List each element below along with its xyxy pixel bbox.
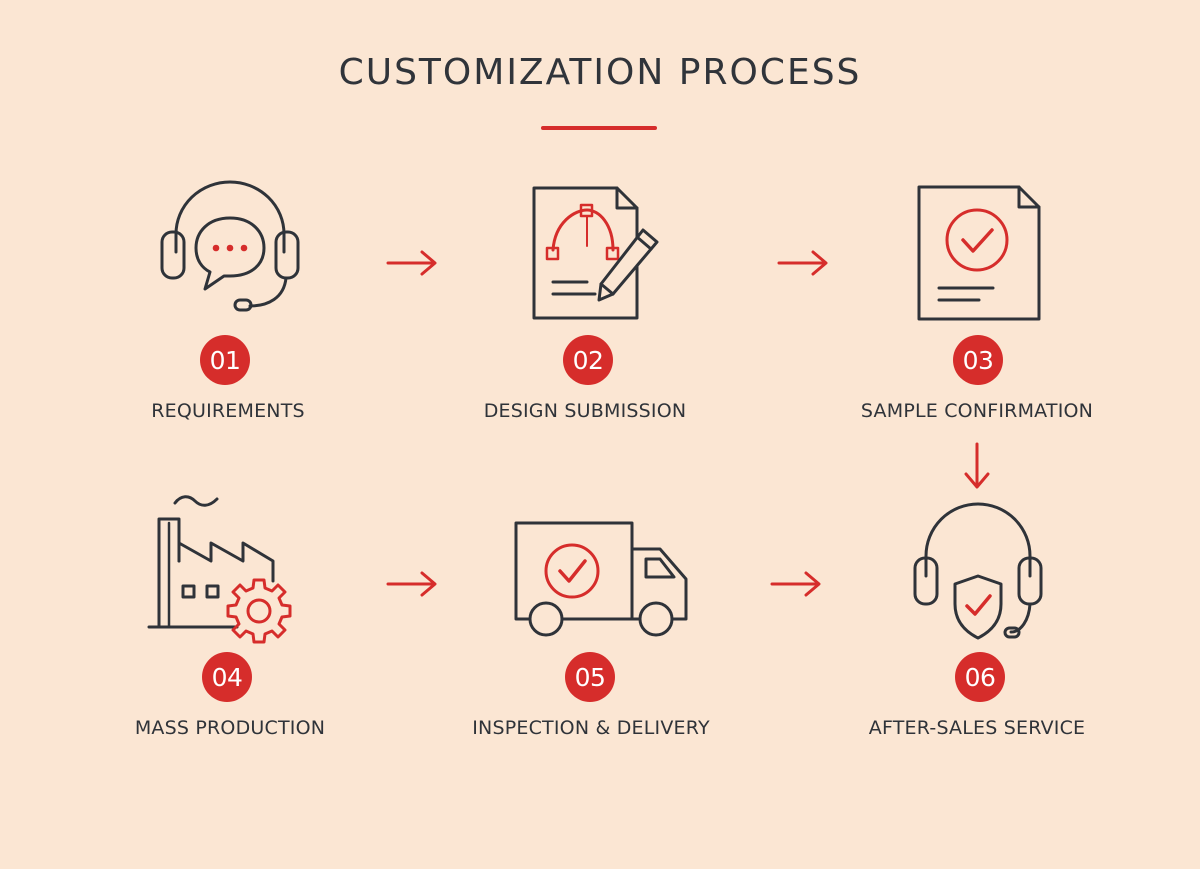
step-number-badge: 05	[565, 652, 615, 702]
arrow-right-icon	[386, 250, 437, 276]
step-label: DESIGN SUBMISSION	[483, 400, 687, 422]
arrow-right-icon	[777, 250, 828, 276]
step-number-badge: 04	[202, 652, 252, 702]
step-label: REQUIREMENTS	[151, 400, 305, 422]
step-label: AFTER-SALES SERVICE	[868, 717, 1086, 739]
arrow-down-icon	[964, 442, 990, 489]
headset-shield-icon	[913, 502, 1043, 640]
step-number-badge: 01	[200, 335, 250, 385]
page-title: CUSTOMIZATION PROCESS	[338, 52, 862, 93]
step-number-badge: 02	[563, 335, 613, 385]
design-document-pencil-icon	[532, 186, 659, 320]
step-label: MASS PRODUCTION	[134, 717, 326, 739]
title-underline	[541, 126, 657, 130]
step-number-badge: 03	[953, 335, 1003, 385]
headset-chat-icon	[160, 180, 300, 312]
arrow-right-icon	[386, 571, 437, 597]
step-label: SAMPLE CONFIRMATION	[860, 400, 1094, 422]
arrow-right-icon	[770, 571, 821, 597]
step-label: INSPECTION & DELIVERY	[472, 717, 710, 739]
delivery-truck-check-icon	[514, 521, 688, 637]
step-number-badge: 06	[955, 652, 1005, 702]
document-check-icon	[917, 185, 1041, 321]
factory-gear-icon	[147, 495, 292, 644]
